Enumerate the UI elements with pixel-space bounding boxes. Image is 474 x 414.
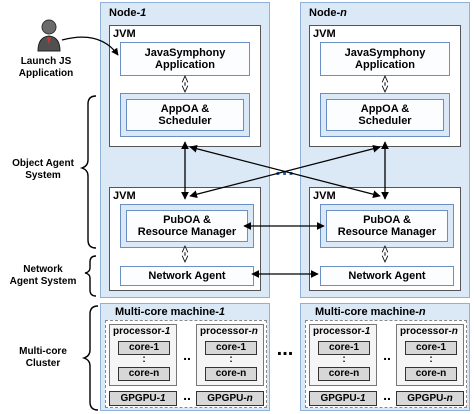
machine-1-inner: processor-1 core-1 : core-n .. processor… bbox=[105, 320, 267, 408]
network-agent: Network Agent bbox=[320, 266, 454, 286]
gpgpu-ellipsis: .. bbox=[183, 387, 191, 403]
core-box: core-n bbox=[405, 367, 457, 381]
processor-box: processor-1 core-1 : core-n bbox=[309, 324, 377, 386]
javasymphony-application: JavaSymphony Application bbox=[120, 42, 250, 76]
processor-ellipsis: .. bbox=[383, 347, 391, 363]
core-dots: : bbox=[142, 354, 146, 365]
cluster-brace bbox=[81, 305, 99, 411]
object-agent-system-label: Object Agent System bbox=[12, 158, 74, 181]
network-agent-brace bbox=[84, 255, 97, 297]
user-icon bbox=[36, 18, 62, 52]
gpgpu-ellipsis: .. bbox=[383, 387, 391, 403]
gpgpu-box: GPGPU-1 bbox=[109, 391, 177, 406]
processor-title: processor-n bbox=[200, 326, 258, 337]
core-dots: : bbox=[429, 354, 433, 365]
gpgpu-box: GPGPU-n bbox=[396, 391, 464, 406]
launch-arrow bbox=[61, 36, 119, 56]
core-dots: : bbox=[342, 354, 346, 365]
gpgpu-box: GPGPU-1 bbox=[309, 391, 377, 406]
core-dots: : bbox=[229, 354, 233, 365]
processor-box: processor-n core-1 : core-n bbox=[396, 324, 464, 386]
appoa-scheduler-frame: AppOA & Scheduler bbox=[320, 93, 450, 137]
machine-n-panel: Multi-core machine-n processor-1 core-1 … bbox=[300, 303, 470, 411]
puboa-resource-manager: PubOA & Resource Manager bbox=[326, 210, 448, 242]
core-box: core-n bbox=[118, 367, 170, 381]
multi-core-cluster-label: Multi-core Cluster bbox=[19, 346, 67, 369]
processor-box: processor-n core-1 : core-n bbox=[196, 324, 264, 386]
machines-ellipsis: ... bbox=[276, 338, 294, 360]
node-1-jvm-bottom: JVM PubOA & Resource Manager Network Age… bbox=[109, 187, 261, 291]
processor-title: processor-1 bbox=[113, 326, 171, 337]
node-n-jvm-top: JVM JavaSymphony Application AppOA & Sch… bbox=[309, 25, 461, 147]
core-box: core-1 bbox=[318, 341, 370, 355]
network-agent: Network Agent bbox=[120, 266, 254, 286]
node-n-title: Node-n bbox=[309, 7, 347, 19]
machine-1-title: Multi-core machine-1 bbox=[115, 306, 226, 318]
processor-ellipsis: .. bbox=[183, 347, 191, 363]
cross-link-b bbox=[189, 144, 381, 199]
core-box: core-1 bbox=[118, 341, 170, 355]
processor-title: processor-n bbox=[400, 326, 458, 337]
gpgpu-box: GPGPU-n bbox=[196, 391, 264, 406]
machine-1-panel: Multi-core machine-1 processor-1 core-1 … bbox=[100, 303, 270, 411]
machine-n-inner: processor-1 core-1 : core-n .. processor… bbox=[305, 320, 467, 408]
jvm-label: JVM bbox=[113, 28, 136, 40]
node-n-jvm-bottom: JVM PubOA & Resource Manager Network Age… bbox=[309, 187, 461, 291]
launch-label: Launch JS Application bbox=[18, 56, 74, 79]
core-box: core-n bbox=[318, 367, 370, 381]
appoa-scheduler: AppOA & Scheduler bbox=[126, 99, 244, 131]
core-box: core-1 bbox=[405, 341, 457, 355]
appoa-scheduler: AppOA & Scheduler bbox=[326, 99, 444, 131]
puboa-resource-manager: PubOA & Resource Manager bbox=[126, 210, 248, 242]
object-agent-brace bbox=[79, 95, 97, 249]
appoa-scheduler-frame: AppOA & Scheduler bbox=[120, 93, 250, 137]
network-agent-system-label: Network Agent System bbox=[9, 264, 77, 287]
node-1-jvm-top: JVM JavaSymphony Application AppOA & Sch… bbox=[109, 25, 261, 147]
processor-title: processor-1 bbox=[313, 326, 371, 337]
jvm-label: JVM bbox=[313, 28, 336, 40]
processor-box: processor-1 core-1 : core-n bbox=[109, 324, 177, 386]
core-box: core-1 bbox=[205, 341, 257, 355]
puboa-resource-manager-frame: PubOA & Resource Manager bbox=[320, 204, 454, 248]
node-1-title: Node-1 bbox=[109, 7, 147, 19]
puboa-resource-manager-frame: PubOA & Resource Manager bbox=[120, 204, 254, 248]
core-box: core-n bbox=[205, 367, 257, 381]
jvm-label: JVM bbox=[113, 190, 136, 202]
javasymphony-application: JavaSymphony Application bbox=[320, 42, 450, 76]
machine-n-title: Multi-core machine-n bbox=[315, 306, 426, 318]
